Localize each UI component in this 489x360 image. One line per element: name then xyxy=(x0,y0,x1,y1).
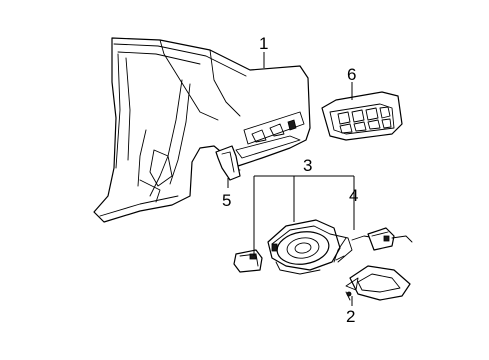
callout-5: 5 xyxy=(222,191,231,210)
fuel-door-housing xyxy=(267,219,353,275)
release-cable xyxy=(333,227,413,263)
fuel-door-clip xyxy=(233,249,263,273)
trim-molding xyxy=(215,145,241,181)
leader-lines xyxy=(227,52,355,306)
callout-1: 1 xyxy=(259,34,268,53)
callout-6: 6 xyxy=(347,65,356,84)
fuel-door xyxy=(345,265,411,301)
callout-4: 4 xyxy=(349,186,358,205)
callout-2: 2 xyxy=(346,307,355,326)
callout-3: 3 xyxy=(303,156,312,175)
quarter-panel xyxy=(93,37,311,223)
vent-grille xyxy=(321,91,403,141)
